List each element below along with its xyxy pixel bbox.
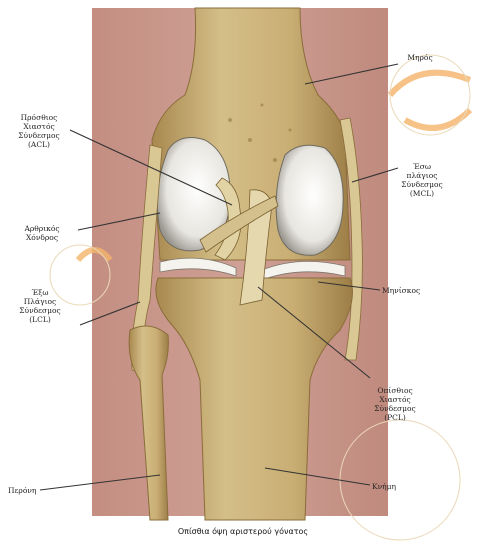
- label-cartilage-line: Χόνδρος: [12, 233, 72, 242]
- label-cartilage-line: Αρθρικός: [12, 224, 72, 233]
- label-mcl-line: πλάγιος: [398, 171, 446, 180]
- label-lcl-line: (LCL): [10, 315, 70, 324]
- label-femur-line: Μηρός: [398, 53, 442, 62]
- label-pcl-line: (PCL): [368, 413, 422, 422]
- label-tibia-line: Κνήμη: [372, 482, 412, 491]
- label-fibula-line: Περόνη: [8, 486, 48, 495]
- label-femur: Μηρός: [398, 53, 442, 62]
- label-mcl-line: Έσω: [398, 162, 446, 171]
- label-meniscus: Μηνίσκος: [382, 286, 442, 295]
- label-pcl-line: Σύνδεσμος: [368, 404, 422, 413]
- label-pcl: Οπίσθιος Χιαστός Σύνδεσμος (PCL): [368, 386, 422, 422]
- label-acl-line: Σύνδεσμος: [4, 131, 74, 140]
- label-mcl-line: Σύνδεσμος: [398, 180, 446, 189]
- label-fibula: Περόνη: [8, 486, 48, 495]
- label-lcl-line: Έξω: [10, 288, 70, 297]
- label-cartilage: Αρθρικός Χόνδρος: [12, 224, 72, 242]
- diagram-caption: Οπίσθια όψη αριστερού γόνατος: [0, 527, 486, 536]
- label-acl-line: Πρόσθιος: [4, 113, 74, 122]
- label-lcl-line: Πλάγιος: [10, 297, 70, 306]
- label-acl-line: (ACL): [4, 140, 74, 149]
- label-tibia: Κνήμη: [372, 482, 412, 491]
- label-pcl-line: Χιαστός: [368, 395, 422, 404]
- label-mcl: Έσω πλάγιος Σύνδεσμος (MCL): [398, 162, 446, 198]
- label-acl-line: Χιαστός: [4, 122, 74, 131]
- label-pcl-line: Οπίσθιος: [368, 386, 422, 395]
- label-acl: Πρόσθιος Χιαστός Σύνδεσμος (ACL): [4, 113, 74, 149]
- label-lcl-line: Σύνδεσμος: [10, 306, 70, 315]
- right-condyle-cartilage: [276, 145, 343, 255]
- label-meniscus-line: Μηνίσκος: [382, 286, 442, 295]
- label-mcl-line: (MCL): [398, 189, 446, 198]
- label-lcl: Έξω Πλάγιος Σύνδεσμος (LCL): [10, 288, 70, 324]
